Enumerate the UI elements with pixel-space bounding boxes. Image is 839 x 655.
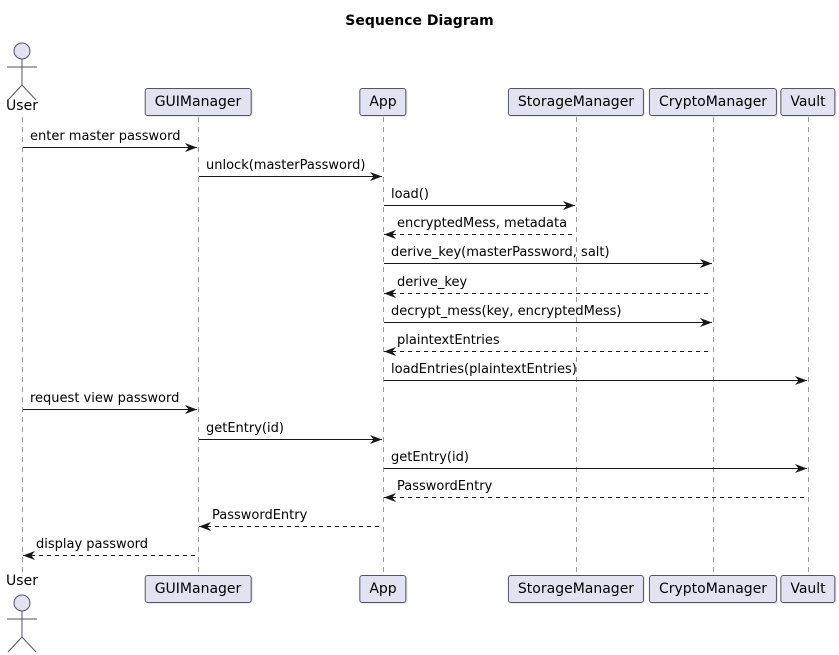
- message-line: [199, 176, 382, 177]
- participant-vault-bottom: Vault: [780, 575, 836, 603]
- participant-vault-top: Vault: [780, 88, 836, 116]
- arrowhead-icon: [370, 172, 382, 181]
- message-label: loadEntries(plaintextEntries): [391, 362, 577, 377]
- lifeline-vault: [808, 117, 809, 575]
- arrowhead-icon: [563, 201, 575, 210]
- participant-app-top: App: [359, 88, 407, 116]
- message-label: PasswordEntry: [212, 508, 308, 523]
- message-line: [23, 147, 197, 148]
- message-line: [199, 439, 382, 440]
- user-actor-label-bottom: User: [6, 573, 38, 589]
- diagram-title: Sequence Diagram: [345, 13, 494, 29]
- message-line: [384, 497, 807, 498]
- message-line: [384, 234, 575, 235]
- message-label: display password: [36, 537, 149, 552]
- message-label: derive_key: [397, 275, 468, 290]
- message-line: [384, 468, 807, 469]
- message-label: encryptedMess, metadata: [397, 216, 568, 231]
- message-label: unlock(masterPassword): [206, 158, 366, 173]
- message-line: [384, 322, 712, 323]
- participant-cryptomanager-bottom: CryptoManager: [648, 575, 778, 603]
- arrowhead-icon: [700, 259, 712, 268]
- message-label: request view password: [30, 391, 180, 406]
- message-label: PasswordEntry: [397, 479, 493, 494]
- message-label: getEntry(id): [206, 421, 284, 436]
- arrowhead-icon: [384, 230, 396, 239]
- message-label: plaintextEntries: [397, 333, 500, 348]
- message-line: [199, 526, 382, 527]
- arrowhead-icon: [384, 493, 396, 502]
- message-label: load(): [391, 187, 429, 202]
- arrowhead-icon: [384, 289, 396, 298]
- message-line: [23, 409, 197, 410]
- lifeline-user: [22, 117, 23, 575]
- participant-storagemanager-top: StorageManager: [507, 88, 645, 116]
- participant-guimanager-bottom: GUIManager: [144, 575, 252, 603]
- participant-cryptomanager-top: CryptoManager: [648, 88, 778, 116]
- lifeline-guimanager: [198, 117, 199, 575]
- arrowhead-icon: [795, 376, 807, 385]
- message-line: [384, 205, 575, 206]
- participant-storagemanager-bottom: StorageManager: [507, 575, 645, 603]
- message-line: [384, 293, 712, 294]
- user-actor-label-top: User: [6, 98, 38, 114]
- arrowhead-icon: [700, 318, 712, 327]
- arrowhead-icon: [370, 435, 382, 444]
- message-label: derive_key(masterPassword, salt): [391, 245, 610, 260]
- user-actor-figure-bottom: [7, 594, 37, 653]
- message-line: [384, 351, 712, 352]
- message-line: [384, 380, 807, 381]
- arrowhead-icon: [23, 551, 35, 560]
- message-label: enter master password: [30, 129, 181, 144]
- participant-guimanager-top: GUIManager: [144, 88, 252, 116]
- arrowhead-icon: [185, 405, 197, 414]
- message-line: [384, 263, 712, 264]
- arrowhead-icon: [384, 347, 396, 356]
- participant-app-bottom: App: [359, 575, 407, 603]
- message-label: getEntry(id): [391, 450, 469, 465]
- lifeline-app: [383, 117, 384, 575]
- arrowhead-icon: [199, 522, 211, 531]
- lifeline-storagemanager: [576, 117, 577, 575]
- arrowhead-icon: [795, 464, 807, 473]
- user-actor-figure-top: [7, 42, 37, 101]
- message-label: decrypt_mess(key, encryptedMess): [391, 304, 622, 319]
- arrowhead-icon: [185, 143, 197, 152]
- lifeline-cryptomanager: [713, 117, 714, 575]
- message-line: [23, 555, 197, 556]
